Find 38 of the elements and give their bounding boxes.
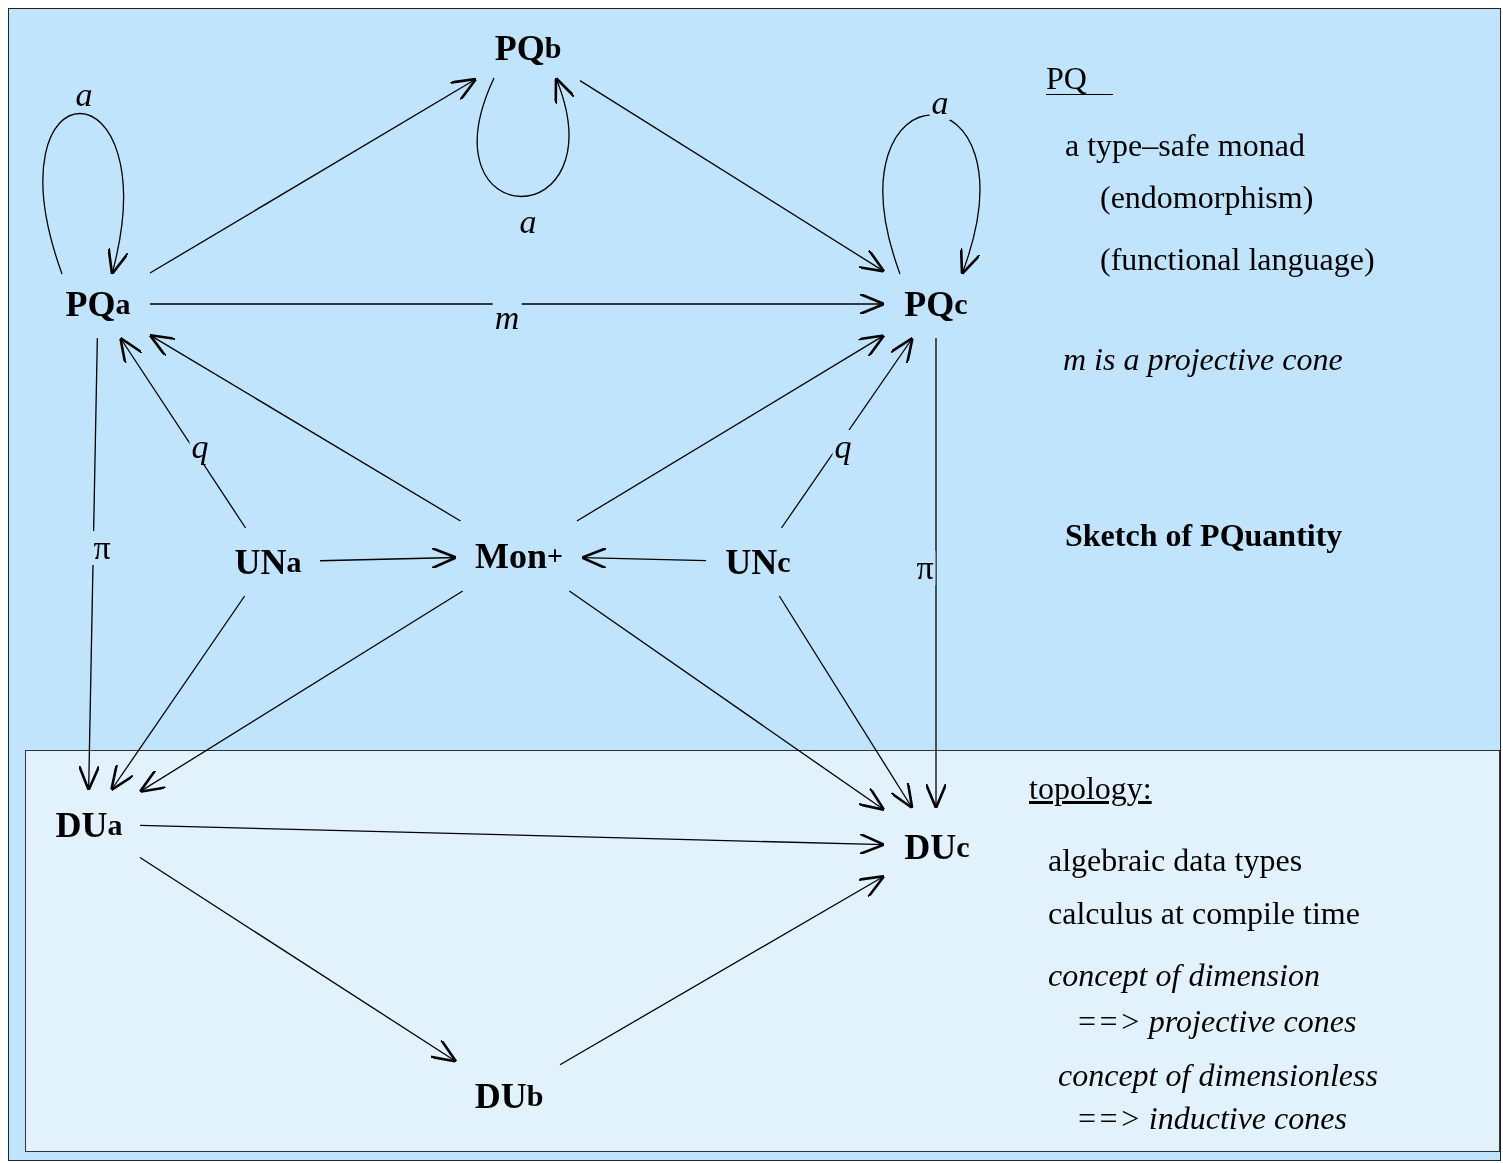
- arrow: [319, 546, 458, 570]
- panel-text: algebraic data types: [1048, 843, 1303, 879]
- panel-text: concept of dimension: [1048, 958, 1320, 994]
- panel-text: ==> projective cones: [1076, 1004, 1357, 1040]
- arrow: [139, 856, 458, 1063]
- arrow: [568, 590, 886, 812]
- note-text: m is a projective cone: [1063, 342, 1343, 378]
- arrow: [559, 874, 886, 1066]
- panel-text: calculus at compile time: [1048, 896, 1360, 932]
- edge-label: q: [832, 430, 854, 464]
- note-text: (endomorphism): [1100, 180, 1314, 216]
- arrow: [476, 76, 574, 198]
- legend-heading: PQ: [1046, 62, 1113, 95]
- arrow: [110, 595, 246, 792]
- arrow: [77, 337, 101, 792]
- note-text: a type–safe monad: [1065, 128, 1305, 164]
- arrow: [780, 336, 914, 529]
- arrow: [576, 334, 886, 522]
- topology-panel: [25, 750, 1500, 1152]
- arrow: [149, 292, 886, 316]
- edge-label: π: [91, 531, 113, 565]
- panel-text: concept of dimensionless: [1058, 1058, 1378, 1094]
- note-text: (functional language): [1100, 242, 1375, 278]
- arrow: [148, 333, 462, 522]
- arrow: [138, 590, 464, 793]
- arrow: [139, 824, 886, 856]
- arrow: [119, 336, 247, 529]
- arrow: [882, 114, 981, 276]
- arrow: [924, 337, 948, 810]
- arrow: [778, 595, 914, 810]
- arrow: [579, 79, 886, 273]
- edge-label: π: [914, 551, 936, 585]
- panel-text: ==> inductive cones: [1076, 1101, 1347, 1137]
- panel-heading: topology:: [1029, 771, 1152, 807]
- arrow: [42, 112, 128, 276]
- diagram-title: Sketch of PQuantity: [1065, 518, 1343, 554]
- arrow: [149, 77, 478, 274]
- arrow: [580, 546, 707, 570]
